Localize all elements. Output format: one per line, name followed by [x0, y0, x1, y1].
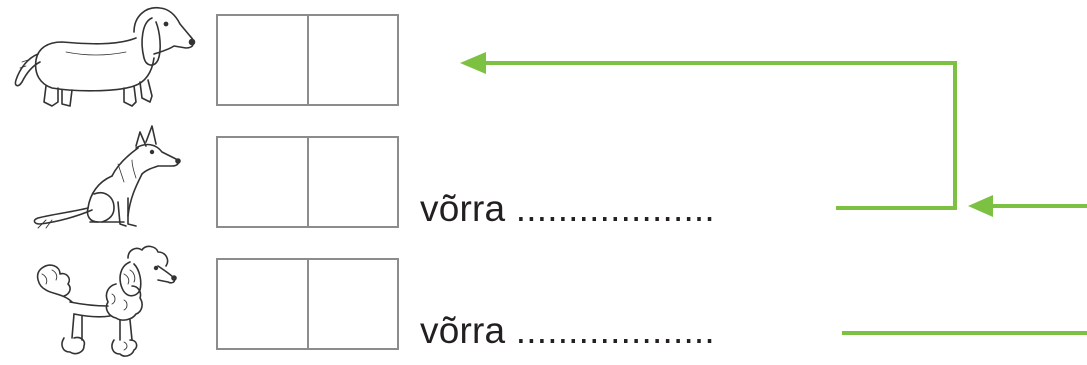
- answer-box-row-2[interactable]: [216, 136, 399, 228]
- arrow-head-left-icon: [460, 52, 486, 74]
- answer-box-row-3[interactable]: [216, 258, 399, 350]
- dachshund-dog-icon: [6, 2, 198, 114]
- connector-line-upper: [478, 61, 957, 210]
- poodle-dog-icon: [24, 244, 184, 364]
- comparison-blank-1[interactable]: võrra ...................: [420, 188, 715, 229]
- arrow-head-left-icon-2: [968, 195, 993, 217]
- answer-cell-right-3[interactable]: [306, 260, 398, 348]
- answer-box-row-1[interactable]: [216, 14, 399, 106]
- answer-cell-right-1[interactable]: [306, 16, 398, 104]
- answer-cell-right-2[interactable]: [306, 138, 398, 226]
- sitting-shepherd-dog-icon: [28, 124, 188, 236]
- comparison-blank-2[interactable]: võrra ...................: [420, 310, 715, 351]
